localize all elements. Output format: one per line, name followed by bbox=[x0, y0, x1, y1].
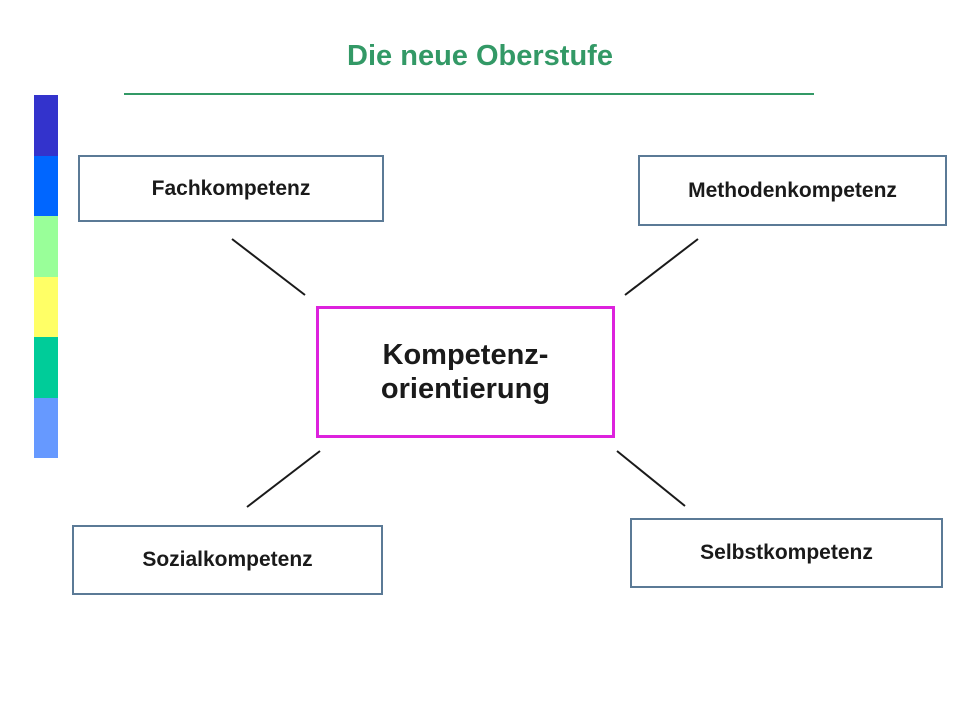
connector-fach bbox=[231, 238, 306, 296]
color-bar-segment-5 bbox=[34, 337, 58, 398]
color-bar-segment-1 bbox=[34, 95, 58, 156]
page-title: Die neue Oberstufe bbox=[347, 40, 613, 72]
title-underline bbox=[124, 93, 814, 95]
box-sozialkompetenz: Sozialkompetenz bbox=[72, 525, 383, 595]
connector-selbst bbox=[616, 450, 686, 507]
color-bar-segment-3 bbox=[34, 216, 58, 277]
center-line-1: Kompetenz- bbox=[382, 339, 549, 371]
box-fachkompetenz: Fachkompetenz bbox=[78, 155, 384, 222]
box-methodenkompetenz: Methodenkompetenz bbox=[638, 155, 947, 226]
color-bar bbox=[34, 95, 58, 458]
center-line-2: orientierung bbox=[380, 373, 551, 405]
connector-methoden bbox=[624, 238, 699, 296]
center-kompetenzorientierung: Kompetenz- orientierung bbox=[316, 306, 615, 438]
color-bar-segment-6 bbox=[34, 397, 58, 458]
color-bar-segment-2 bbox=[34, 155, 58, 216]
connector-sozial bbox=[246, 450, 321, 508]
center-text: Kompetenz- orientierung bbox=[381, 338, 550, 406]
color-bar-segment-4 bbox=[34, 276, 58, 337]
box-selbstkompetenz: Selbstkompetenz bbox=[630, 518, 943, 588]
